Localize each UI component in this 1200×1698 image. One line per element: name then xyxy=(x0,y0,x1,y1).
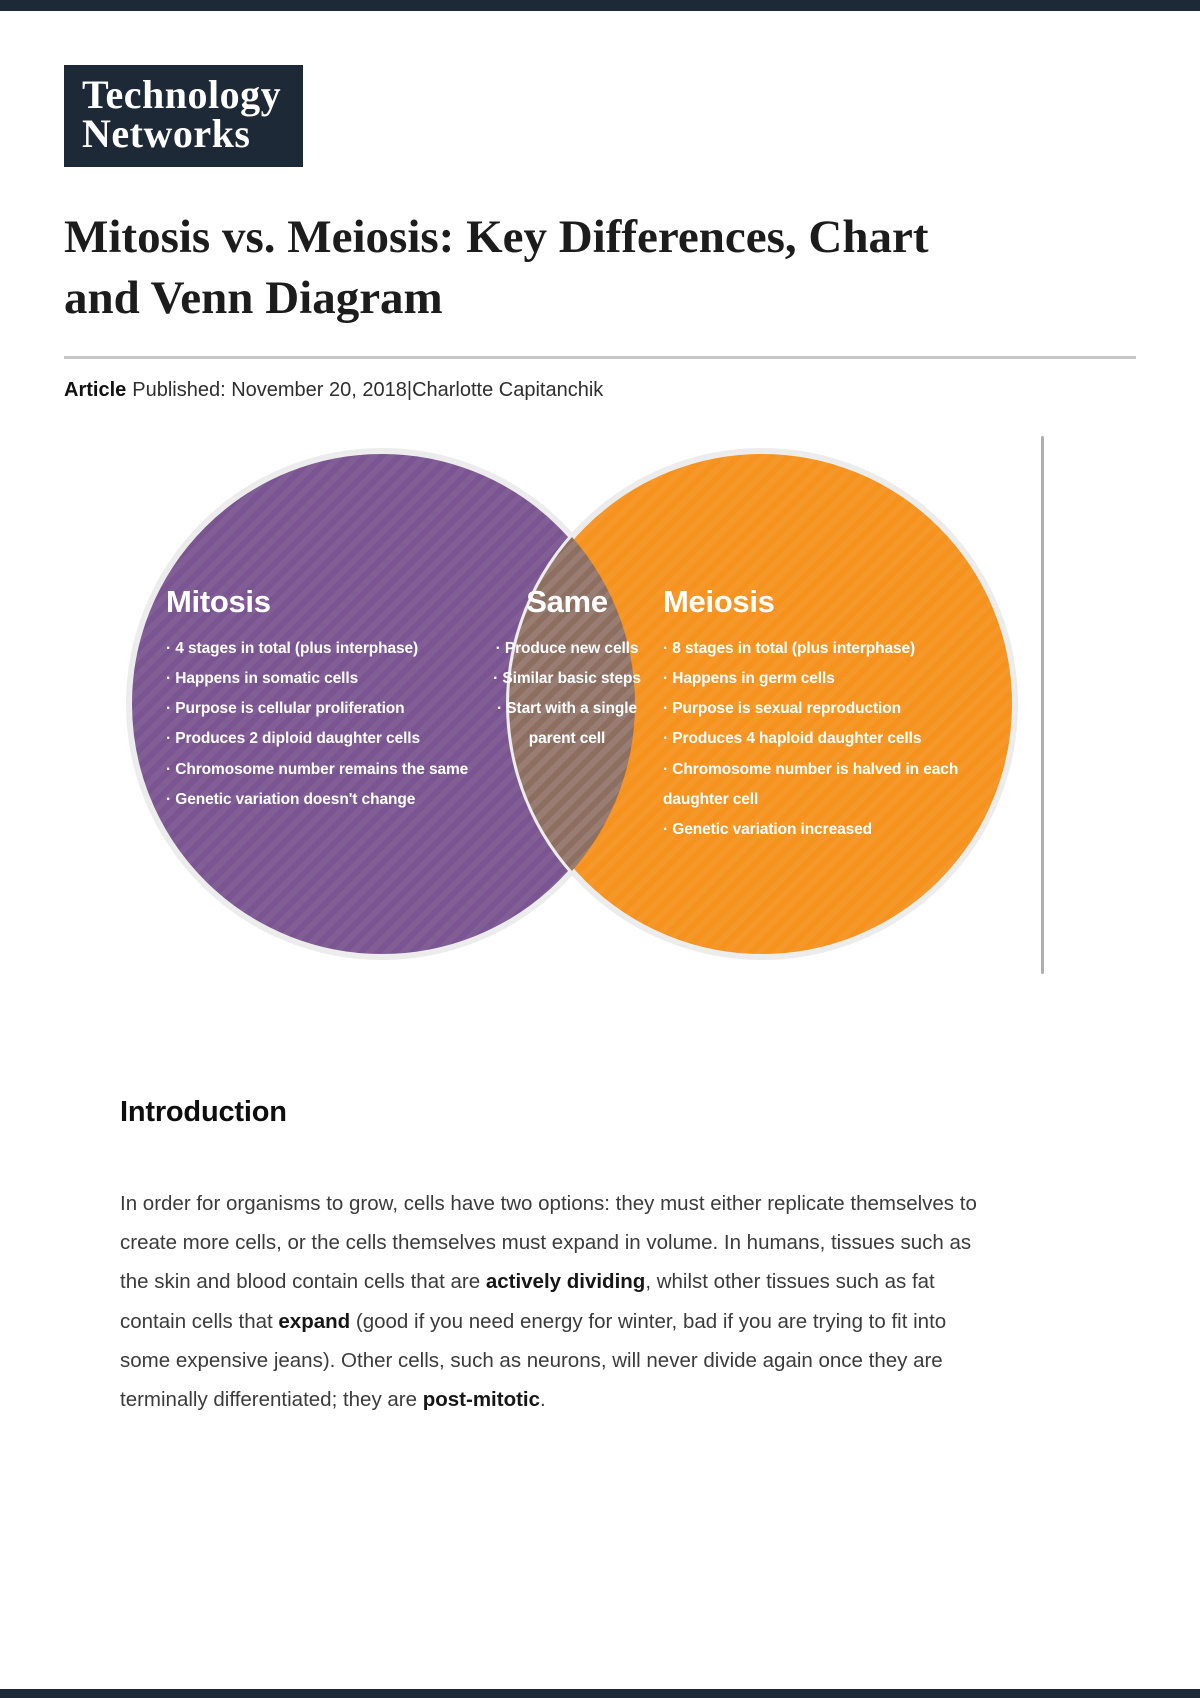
page-title: Mitosis vs. Meiosis: Key Differences, Ch… xyxy=(64,211,929,324)
technology-networks-logo[interactable]: Technology Networks xyxy=(64,65,304,168)
intro-heading: Introduction xyxy=(120,1095,287,1128)
venn-list-item: Happens in germ cells xyxy=(663,664,963,694)
venn-list-item: Produce new cells xyxy=(487,634,647,664)
venn-list-item: Start with a single parent cell xyxy=(487,694,647,754)
intro-paragraph: In order for organisms to grow, cells ha… xyxy=(120,1184,992,1420)
figure-scrollbar[interactable] xyxy=(1041,435,1044,974)
venn-list-item: Genetic variation increased xyxy=(663,815,963,845)
venn-list-item: Chromosome number is halved in each daug… xyxy=(663,755,963,815)
venn-title-meiosis: Meiosis xyxy=(663,583,775,619)
title-divider xyxy=(64,355,1136,359)
logo-line-1: Technology xyxy=(82,72,282,117)
logo-line-2: Networks xyxy=(82,111,251,157)
venn-list-item: Happens in somatic cells xyxy=(166,664,501,694)
venn-list-item: Similar basic steps xyxy=(487,664,647,694)
body-text: (good if you need energy for winter, bad… xyxy=(120,1309,947,1412)
venn-list-item: Genetic variation doesn't change xyxy=(166,785,501,815)
venn-list-same: Produce new cellsSimilar basic stepsStar… xyxy=(487,634,647,755)
venn-list-mitosis: 4 stages in total (plus interphase)Happe… xyxy=(166,634,501,815)
bold-text: actively dividing xyxy=(485,1270,646,1294)
venn-list-meiosis: 8 stages in total (plus interphase)Happe… xyxy=(663,634,963,846)
venn-title-same: Same xyxy=(526,583,608,619)
body-text: . xyxy=(540,1388,546,1412)
venn-column-mitosis: Mitosis 4 stages in total (plus interpha… xyxy=(166,584,501,815)
venn-list-item: Produces 2 diploid daughter cells xyxy=(166,724,501,754)
venn-list-item: Purpose is sexual reproduction xyxy=(663,694,963,724)
bottom-accent-bar xyxy=(0,1689,1200,1698)
article-meta-text: Published: November 20, 2018|Charlotte C… xyxy=(132,378,604,401)
venn-column-meiosis: Meiosis 8 stages in total (plus interpha… xyxy=(663,584,963,846)
bold-text: post-mitotic xyxy=(422,1388,541,1412)
venn-list-item: Purpose is cellular proliferation xyxy=(166,694,501,724)
venn-title-mitosis: Mitosis xyxy=(166,583,271,619)
body-text: In order for organisms to grow, cells ha… xyxy=(120,1191,977,1294)
venn-list-item: 4 stages in total (plus interphase) xyxy=(166,634,501,664)
venn-diagram-figure: Mitosis 4 stages in total (plus interpha… xyxy=(120,434,1050,984)
venn-column-same: Same Produce new cellsSimilar basic step… xyxy=(487,584,647,755)
article-meta-label: Article xyxy=(64,378,127,401)
venn-list-item: Produces 4 haploid daughter cells xyxy=(663,724,963,754)
bold-text: expand xyxy=(278,1309,351,1333)
venn-list-item: Chromosome number remains the same xyxy=(166,755,501,785)
article-body: Introduction In order for organisms to g… xyxy=(120,1096,990,1420)
venn-list-item: 8 stages in total (plus interphase) xyxy=(663,634,963,664)
body-text: , whilst other tissues such as fat conta… xyxy=(120,1270,935,1333)
top-accent-bar xyxy=(0,0,1200,11)
